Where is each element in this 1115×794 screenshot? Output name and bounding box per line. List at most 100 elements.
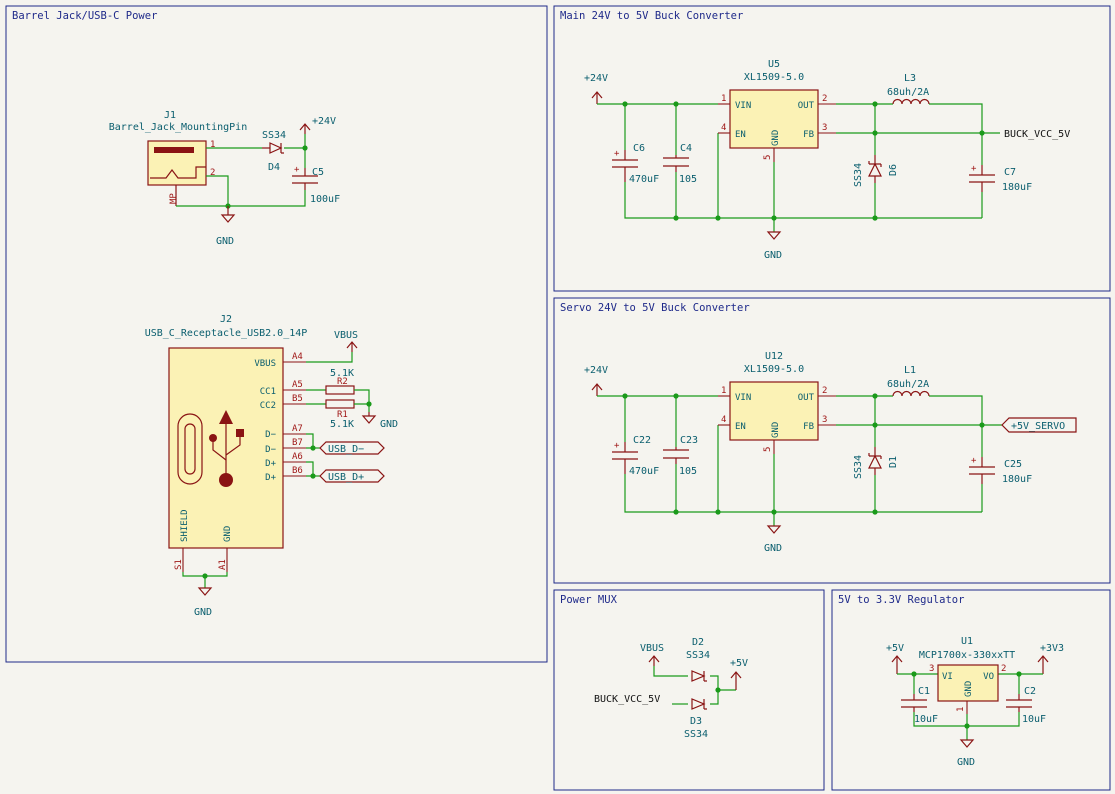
pname-cc1: CC1 <box>260 387 276 397</box>
svg-text:+: + <box>614 149 620 159</box>
l1-inductor[interactable] <box>892 390 930 397</box>
u1-vo: VO <box>983 672 994 682</box>
reg-in-label: +5V <box>886 643 904 654</box>
c5-capacitor[interactable]: + <box>292 165 318 190</box>
mux-net-buck: BUCK_VCC_5V <box>594 694 660 705</box>
c2-capacitor[interactable] <box>1006 694 1032 712</box>
gnd-symbol-cc <box>361 412 377 424</box>
d3-diode[interactable] <box>691 698 707 710</box>
section-servo-buck: Servo 24V to 5V Buck Converter <box>553 297 1111 584</box>
u5-gnd: GND <box>771 130 781 146</box>
c1-capacitor[interactable] <box>901 694 927 712</box>
c6-value: 470uF <box>629 174 659 185</box>
u12-ic[interactable] <box>729 381 819 441</box>
pname-dm1: D− <box>265 430 276 440</box>
c22-ref: C22 <box>633 435 651 446</box>
u1-ic[interactable] <box>937 664 999 702</box>
barrel-jack-symbol[interactable] <box>147 140 207 186</box>
d6-ref: D6 <box>888 164 899 176</box>
d6-diode[interactable] <box>868 155 882 183</box>
j2-ref: J2 <box>220 314 232 325</box>
section-power-mux: Power MUX <box>553 589 825 791</box>
gnd-cc-label: GND <box>380 419 398 430</box>
c6-capacitor[interactable]: + <box>612 149 638 182</box>
gnd-symbol-servo <box>766 525 782 534</box>
u12-gnd: GND <box>771 422 781 438</box>
net-label-usb-dm[interactable]: USB_D− <box>319 441 385 455</box>
c23-value: 105 <box>679 466 697 477</box>
c23-capacitor[interactable] <box>663 447 689 464</box>
section-title-barrel: Barrel Jack/USB-C Power <box>12 10 157 22</box>
l3-inductor[interactable] <box>892 98 930 105</box>
c7-capacitor[interactable]: + <box>969 164 995 192</box>
gnd-symbol-reg <box>959 739 975 748</box>
power-flag-5v-mux <box>730 671 742 690</box>
c25-capacitor[interactable]: + <box>969 456 995 484</box>
d4-diode[interactable] <box>262 142 284 154</box>
l1-ref: L1 <box>904 365 916 376</box>
l1-value: 68uh/2A <box>887 379 929 390</box>
c4-capacitor[interactable] <box>663 155 689 172</box>
r1-resistor[interactable] <box>325 399 355 409</box>
u12-vin: VIN <box>735 393 751 403</box>
pwr-24v-main-label: +24V <box>584 73 608 84</box>
r2-resistor[interactable] <box>325 385 355 395</box>
c1-ref: C1 <box>918 686 930 697</box>
pin-b6: B6 <box>292 466 303 476</box>
power-flag-24v <box>299 123 311 134</box>
c25-ref: C25 <box>1004 459 1022 470</box>
net-label-5v-servo[interactable]: +5V_SERVO <box>1001 417 1077 433</box>
section-title-main-buck: Main 24V to 5V Buck Converter <box>560 10 743 22</box>
net-label-usb-dp[interactable]: USB_D+ <box>319 469 385 483</box>
section-regulator: 5V to 3.3V Regulator <box>831 589 1111 791</box>
section-main-buck: Main 24V to 5V Buck Converter <box>553 5 1111 292</box>
pname-shield: SHIELD <box>180 509 190 542</box>
j1-value: Barrel_Jack_MountingPin <box>109 122 247 133</box>
d1-diode[interactable] <box>868 447 882 475</box>
pin-a1: A1 <box>218 559 228 570</box>
c2-value: 10uF <box>1022 714 1046 725</box>
u5-ic[interactable] <box>729 89 819 149</box>
c22-value: 470uF <box>629 466 659 477</box>
power-flag-3v3 <box>1037 655 1049 674</box>
d4-value: SS34 <box>262 130 286 141</box>
d2-diode[interactable] <box>691 670 707 682</box>
pin-b7: B7 <box>292 438 303 448</box>
u1-value: MCP1700x-330xxTT <box>919 650 1015 661</box>
pin-a4: A4 <box>292 352 303 362</box>
pwr-24v-servo-label: +24V <box>584 365 608 376</box>
svg-text:+: + <box>971 456 977 466</box>
barrel-jack-block: J1 Barrel_Jack_MountingPin 1 2 MP SS34 D… <box>109 110 340 247</box>
u5-vin: VIN <box>735 101 751 111</box>
gnd-symbol-main <box>766 231 782 240</box>
c5-ref: C5 <box>312 167 324 178</box>
u12-p3: 3 <box>822 415 827 425</box>
vbus-flag-mux <box>648 655 660 666</box>
section-title-mux: Power MUX <box>560 594 618 606</box>
pname-dm2: D− <box>265 445 276 455</box>
svg-text:+: + <box>614 441 620 451</box>
usb-dp-label: USB_D+ <box>328 472 364 483</box>
u5-en: EN <box>735 130 746 140</box>
vbus-flag-label: VBUS <box>334 330 358 341</box>
pwr-24v-label: +24V <box>312 116 336 127</box>
u12-p1: 1 <box>721 386 726 396</box>
u1-vi: VI <box>942 672 953 682</box>
u12-p5: 5 <box>763 447 773 452</box>
d1-value: SS34 <box>853 455 864 479</box>
r1-ref: R1 <box>337 410 348 420</box>
r2-ref: R2 <box>337 377 348 387</box>
pname-gnd: GND <box>223 526 233 542</box>
c22-capacitor[interactable]: + <box>612 441 638 474</box>
u5-p3: 3 <box>822 123 827 133</box>
d4-ref: D4 <box>268 162 280 173</box>
u12-fb: FB <box>803 422 814 432</box>
u12-value: XL1509-5.0 <box>744 364 804 375</box>
gnd-servo-label: GND <box>764 543 782 554</box>
reg-out-label: +3V3 <box>1040 643 1064 654</box>
r2-value: 5.1K <box>330 368 354 379</box>
d2-value: SS34 <box>686 650 710 661</box>
regulator-block: +5V +3V3 U1 MCP1700x-330xxTT VI VO GND 3… <box>886 636 1064 768</box>
j1-ref: J1 <box>164 110 176 121</box>
